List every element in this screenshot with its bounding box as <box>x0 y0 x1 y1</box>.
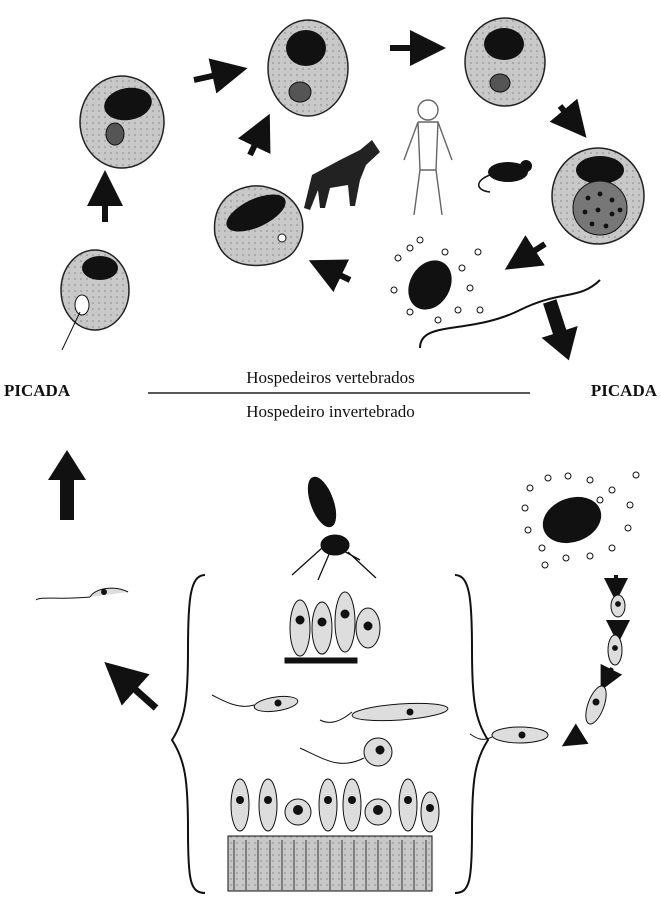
dog-icon <box>304 140 380 210</box>
ruptured-cell <box>391 237 483 323</box>
left-brace <box>172 575 205 893</box>
transforming-forms <box>470 575 625 743</box>
sandfly-icon <box>292 474 376 580</box>
macrophage-with-amastigotes <box>552 148 644 244</box>
promastigotes-middle <box>212 694 448 766</box>
promastigote-free <box>36 588 128 600</box>
attached-forms-lower <box>228 779 439 891</box>
infected-cell-3 <box>465 18 545 106</box>
rat-icon <box>479 160 532 192</box>
infected-cell-1 <box>80 76 164 168</box>
infected-cell-6 <box>61 250 129 350</box>
right-brace <box>455 575 488 893</box>
human-icon <box>404 100 452 215</box>
infected-cell-2 <box>268 20 348 116</box>
picada-label-left: PICADA <box>4 381 70 401</box>
ingested-infected-cell <box>522 472 639 568</box>
attached-forms-upper <box>285 592 380 663</box>
diagonal-arrow <box>120 676 156 708</box>
vertebrate-hosts-caption: Hospedeiros vertebrados <box>0 368 661 388</box>
up-arrow-big <box>48 450 86 520</box>
down-arrow-big <box>532 296 587 367</box>
invertebrate-host-caption: Hospedeiro invertebrado <box>0 402 661 422</box>
picada-label-right: PICADA <box>591 381 657 401</box>
infected-cell-5 <box>215 186 303 266</box>
